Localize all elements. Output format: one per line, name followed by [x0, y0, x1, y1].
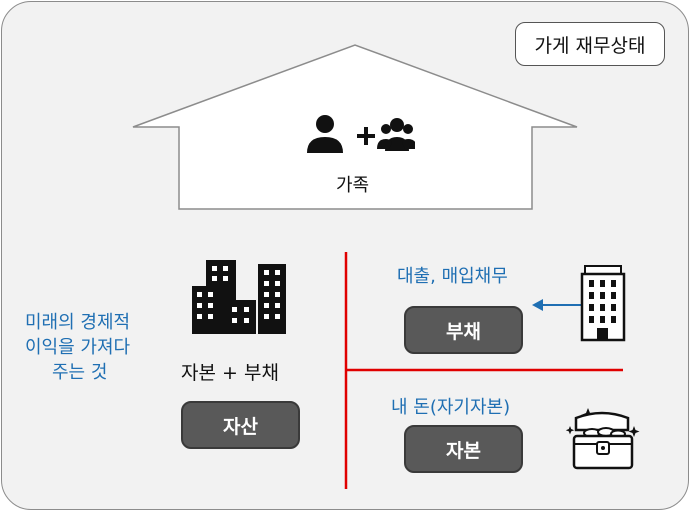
equity-button[interactable]: 자본	[404, 425, 523, 473]
office-tower-icon	[580, 265, 626, 342]
asset-definition-line-3: 주는 것	[52, 362, 108, 383]
person-plus-group-icon	[307, 115, 415, 153]
equity-description: 내 돈(자기자본)	[391, 397, 511, 418]
liability-description: 대출, 매입채무	[397, 266, 508, 287]
arrow-left-icon	[532, 299, 543, 311]
title-badge: 가게 재무상태	[515, 22, 665, 66]
house-outline	[132, 44, 578, 210]
asset-button[interactable]: 자산	[181, 401, 300, 449]
buildings-icon	[192, 260, 286, 334]
house-label: 가족	[336, 175, 370, 196]
equation-label: 자본 + 부채	[181, 362, 279, 384]
asset-definition-line-1: 미래의 경제적	[25, 312, 131, 333]
liability-button[interactable]: 부채	[404, 306, 523, 354]
asset-definition-line-2: 이익을 가져다	[25, 337, 131, 358]
treasure-chest-icon	[565, 408, 640, 470]
